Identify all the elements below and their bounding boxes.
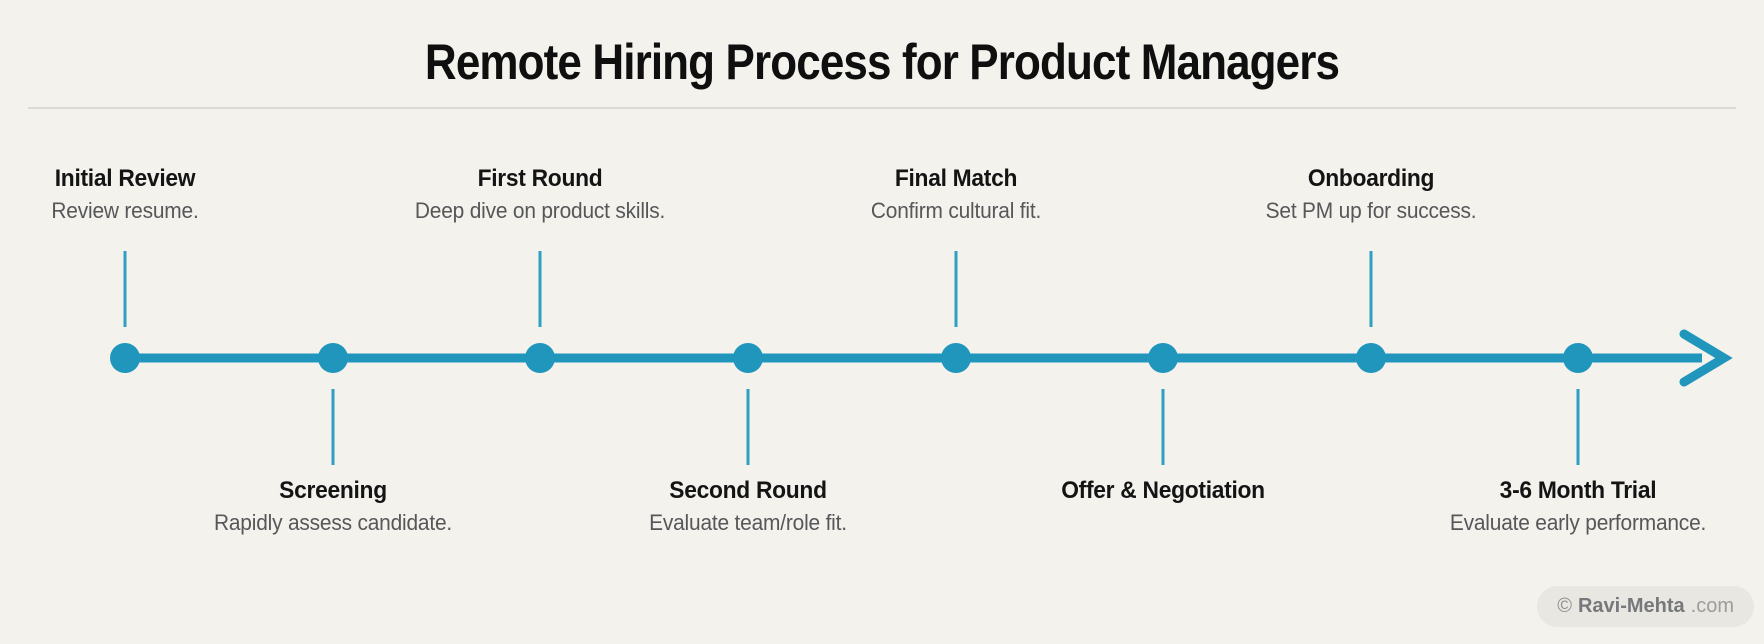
- milestone-title: 3-6 Month Trial: [1499, 477, 1657, 504]
- milestone-title: First Round: [477, 165, 603, 192]
- milestone-subtitle: Deep dive on product skills.: [414, 198, 666, 223]
- milestone-dot: [733, 343, 763, 373]
- milestone-initial-review: Initial Review Review resume.: [0, 162, 295, 227]
- page-title: Remote Hiring Process for Product Manage…: [424, 34, 1340, 90]
- milestone-dot: [1356, 343, 1386, 373]
- milestone-title: Screening: [279, 477, 387, 504]
- milestone-dot: [525, 343, 555, 373]
- watermark-badge: © Ravi-Mehta.com: [1537, 586, 1754, 627]
- milestone-subtitle: Set PM up for success.: [1265, 198, 1477, 223]
- milestone-dot: [110, 343, 140, 373]
- milestone-subtitle: Review resume.: [51, 198, 199, 223]
- milestone-title: Offer & Negotiation: [1061, 477, 1265, 504]
- milestone-dot: [1148, 343, 1178, 373]
- milestone-subtitle: Confirm cultural fit.: [870, 198, 1042, 223]
- milestone-subtitle: Rapidly assess candidate.: [213, 510, 453, 535]
- milestone-3-6-month-trial: 3-6 Month Trial Evaluate early performan…: [1408, 474, 1748, 539]
- milestone-subtitle: Evaluate team/role fit.: [649, 510, 847, 535]
- milestone-onboarding: Onboarding Set PM up for success.: [1201, 162, 1541, 227]
- watermark-brand: Ravi-Mehta: [1577, 595, 1685, 617]
- milestone-final-match: Final Match Confirm cultural fit.: [786, 162, 1126, 227]
- milestone-second-round: Second Round Evaluate team/role fit.: [578, 474, 918, 539]
- milestone-title: Second Round: [669, 477, 827, 504]
- milestone-title: Final Match: [894, 165, 1018, 192]
- milestone-dot: [318, 343, 348, 373]
- copyright-icon: ©: [1557, 595, 1572, 617]
- milestone-screening: Screening Rapidly assess candidate.: [163, 474, 503, 539]
- milestone-title: Onboarding: [1307, 165, 1435, 192]
- milestone-offer-negotiation: Offer & Negotiation: [993, 474, 1333, 507]
- milestone-title: Initial Review: [54, 165, 196, 192]
- milestone-dot: [941, 343, 971, 373]
- milestone-first-round: First Round Deep dive on product skills.: [370, 162, 710, 227]
- title-divider: [28, 107, 1736, 109]
- milestone-subtitle: Evaluate early performance.: [1449, 510, 1707, 535]
- watermark-suffix: .com: [1690, 595, 1734, 617]
- timeline-arrowhead-icon: [1679, 329, 1733, 387]
- milestone-dot: [1563, 343, 1593, 373]
